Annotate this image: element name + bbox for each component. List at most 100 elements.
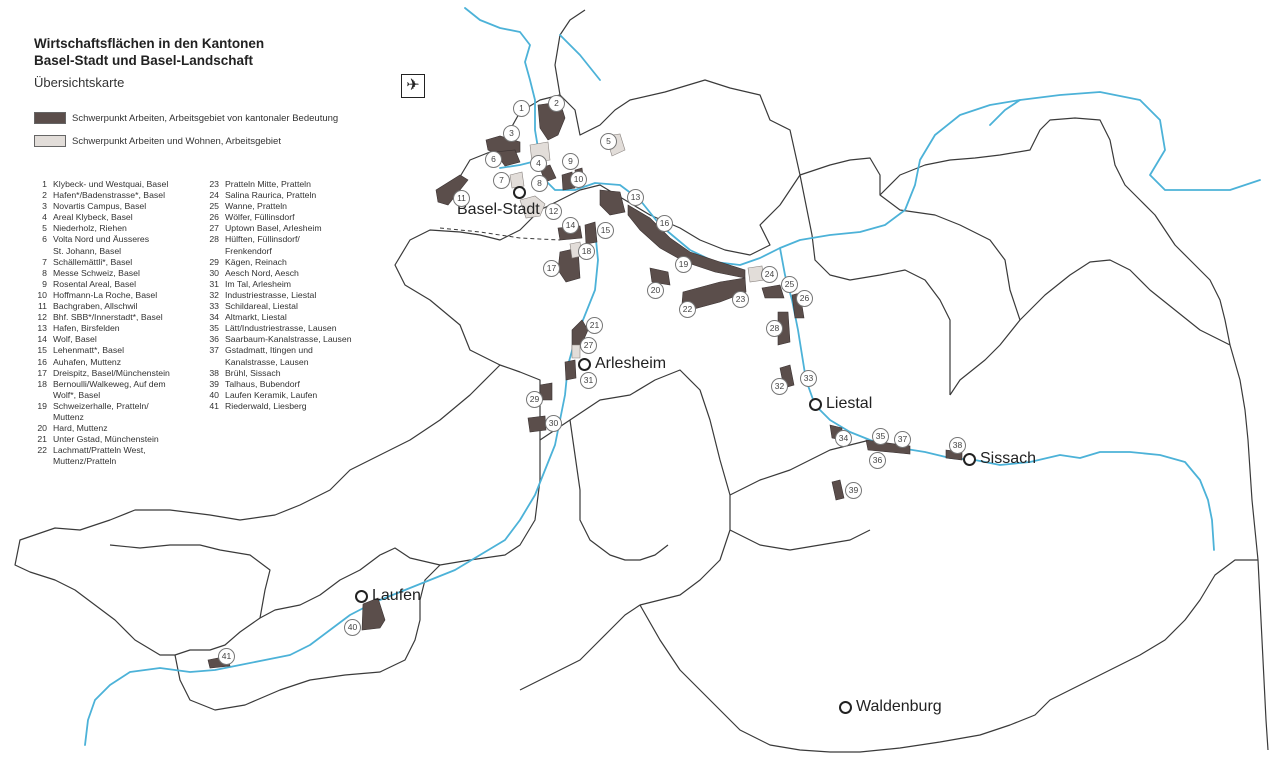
area-list-name: Wanne, Pratteln (225, 201, 287, 212)
area-list-number: 4 (42, 212, 47, 223)
area-list-number: 16 (37, 356, 47, 367)
area-marker-10: 10 (570, 171, 587, 188)
area-31 (564, 359, 577, 381)
area-list-item: 34 Altmarkt, Liestal (206, 312, 386, 323)
legend-label-dark: Schwerpunkt Arbeiten, Arbeitsgebiet von … (72, 112, 339, 124)
area-list-name-line: Klybeck- und Westquai, Basel (53, 179, 169, 189)
area-marker-29: 29 (526, 391, 543, 408)
area-list-name-line: Lätt/Industriestrasse, Lausen (225, 323, 337, 334)
area-marker-31: 31 (580, 372, 597, 389)
area-list-name-line: Hafen, Birsfelden (53, 323, 120, 334)
area-39 (831, 479, 845, 501)
area-list-name: Rosental Areal, Basel (53, 279, 136, 290)
canton-borders (14, 9, 1269, 753)
area-list-name: Messe Schweiz, Basel (53, 268, 140, 279)
area-list-number: 1 (42, 179, 47, 189)
area-list-name: Auhafen, Muttenz (53, 357, 121, 368)
area-list-name-line: Wölfer, Füllinsdorf (225, 212, 295, 223)
border-east-main (799, 157, 1021, 396)
legend-swatch-dark (34, 112, 66, 124)
area-marker-21: 21 (586, 317, 603, 334)
area-list-name-line: Schildareal, Liestal (225, 301, 298, 312)
area-list-name-line: Frenkendorf (225, 245, 272, 256)
area-list-name-line: Aesch Nord, Aesch (225, 267, 299, 278)
area-list-name-line: Altmarkt, Liestal (225, 312, 287, 323)
area-list-number: 37 (209, 345, 219, 356)
area-marker-28: 28 (766, 320, 783, 337)
area-20 (649, 267, 671, 286)
area-list-name-line: Areal Klybeck, Basel (53, 212, 133, 223)
area-list-name-line: Lachmatt/Pratteln West, (53, 445, 146, 456)
area-list-name: Hafen, Birsfelden (53, 323, 120, 334)
area-list-item: 33 Schildareal, Liestal (206, 301, 386, 312)
area-marker-8: 8 (531, 175, 548, 192)
area-list-number: 39 (209, 378, 219, 389)
area-list-name: Uptown Basel, Arlesheim (225, 223, 322, 234)
area-list-name: Areal Klybeck, Basel (53, 212, 133, 223)
area-list-number: 34 (209, 312, 219, 323)
area-marker-40: 40 (344, 619, 361, 636)
area-list-name: Laufen Keramik, Laufen (225, 390, 317, 401)
border-east-south (1229, 344, 1269, 751)
area-marker-9: 9 (562, 153, 579, 170)
area-list-item: 4 Areal Klybeck, Basel (34, 212, 214, 223)
area-list-number: 22 (37, 445, 47, 456)
area-list-number: 33 (209, 301, 219, 312)
area-list-number: 31 (209, 278, 219, 289)
legend-label-light: Schwerpunkt Arbeiten und Wohnen, Arbeits… (72, 135, 281, 147)
area-list-name-line: Rosental Areal, Basel (53, 278, 137, 289)
area-marker-39: 39 (845, 482, 862, 499)
area-list-number: 8 (42, 267, 47, 278)
area-list-item: 31 Im Tal, Arlesheim (206, 279, 386, 290)
area-list-name: Schällemättli*, Basel (53, 257, 132, 268)
area-marker-30: 30 (545, 415, 562, 432)
town-label: Laufen (372, 587, 421, 604)
area-marker-34: 34 (835, 430, 852, 447)
area-marker-24: 24 (761, 266, 778, 283)
area-list-name-line: Kanalstrasse, Lausen (225, 356, 309, 367)
area-marker-38: 38 (949, 437, 966, 454)
area-marker-22: 22 (679, 301, 696, 318)
area-list-name-line: Schweizerhalle, Pratteln/ (53, 400, 149, 411)
area-list-number: 28 (209, 234, 219, 245)
area-marker-25: 25 (781, 276, 798, 293)
area-list-item: 22 Lachmatt/Pratteln West,Muttenz/Prattel… (34, 445, 214, 467)
town-marker-icon (809, 397, 822, 411)
area-list-name-line: Muttenz/Pratteln (53, 456, 117, 467)
area-list-name-line: Niederholz, Riehen (53, 223, 127, 234)
area-13 (599, 189, 626, 216)
river-wiese (559, 34, 601, 81)
area-list-name-line: Dreispitz, Basel/Münchenstein (53, 367, 170, 378)
area-list-name: Schweizerhalle, Pratteln/Muttenz (53, 401, 149, 423)
area-list-name: Klybeck- und Westquai, Basel (53, 179, 168, 190)
area-list-name-line: Pratteln Mitte, Pratteln (225, 179, 311, 189)
area-list-name-line: Uptown Basel, Arlesheim (225, 223, 322, 234)
area-list-number: 27 (209, 223, 219, 234)
border-laufen-inner (109, 544, 271, 619)
area-list-name-line: Schällemättli*, Basel (53, 256, 133, 267)
area-list-name-line: Salina Raurica, Pratteln (225, 190, 317, 201)
area-list-name-line: Im Tal, Arlesheim (225, 278, 291, 289)
town-marker-icon (839, 700, 852, 714)
area-marker-6: 6 (485, 151, 502, 168)
area-list-name: Lehenmatt*, Basel (53, 345, 124, 356)
area-list-number: 11 (37, 301, 47, 312)
dashed-boundary (439, 227, 561, 241)
town-label: Sissach (980, 450, 1037, 467)
border-sissach-inner (1019, 259, 1231, 346)
area-marker-11: 11 (453, 190, 470, 207)
area-marker-14: 14 (562, 217, 579, 234)
